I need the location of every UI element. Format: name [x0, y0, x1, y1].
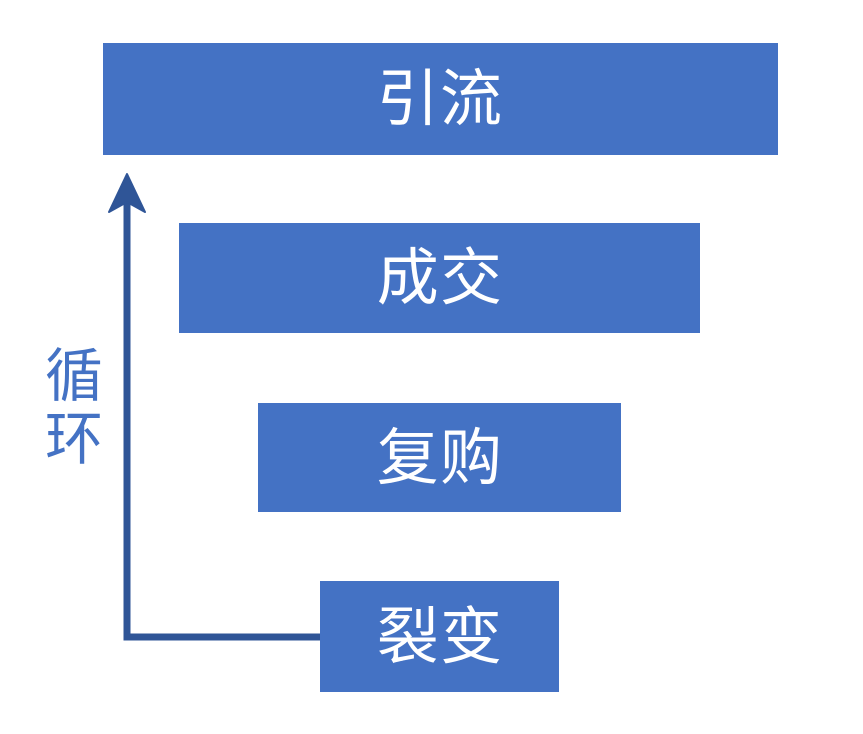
stage-bar-acquisition[interactable]: 引流 — [103, 43, 778, 155]
cycle-caption-char-2: 环 — [44, 404, 103, 473]
stage-label-conversion: 成交 — [376, 241, 504, 314]
stage-bar-conversion[interactable]: 成交 — [179, 223, 700, 333]
stage-label-repurchase: 复购 — [376, 420, 504, 494]
stage-bar-repurchase[interactable]: 复购 — [258, 403, 621, 512]
stage-bar-fission[interactable]: 裂变 — [320, 581, 559, 692]
cycle-caption-char-1: 循 — [44, 342, 103, 410]
cycle-caption: 循 环 — [43, 345, 105, 470]
stage-label-fission: 裂变 — [376, 599, 504, 673]
stage-label-acquisition: 引流 — [376, 62, 504, 135]
loop-arrow-head — [108, 173, 146, 213]
